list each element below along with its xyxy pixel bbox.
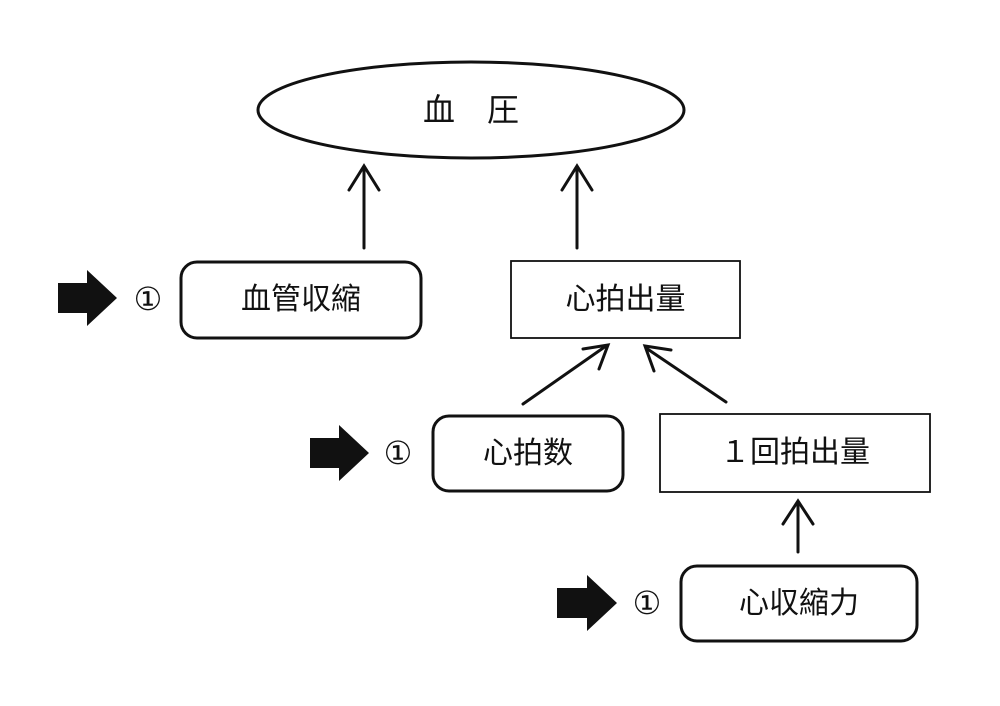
- blood-pressure-label: 血 圧: [422, 91, 519, 129]
- blood-pressure-ellipse: [256, 60, 686, 160]
- arrow-heart-rate-to-cardiac-output: [521, 343, 611, 406]
- cardiac-output-box: [510, 260, 741, 339]
- arrow-cardiac-output-to-bp: [560, 163, 594, 250]
- stroke-volume-label: １回拍出量: [720, 435, 870, 470]
- heart-rate-box: [431, 414, 625, 493]
- block-arrow-icon: [58, 270, 117, 326]
- block-arrow-icon: [557, 575, 617, 631]
- cardiac-output-label: 心拍出量: [565, 281, 686, 317]
- vasoconstriction-box: [179, 260, 423, 340]
- marker-heart-rate: ①: [383, 434, 413, 472]
- marker-vasoconstriction: ①: [133, 280, 163, 318]
- vasoconstriction-label: 血管収縮: [241, 282, 361, 317]
- marker-contractility: ①: [632, 584, 662, 622]
- heart-rate-label: 心拍数: [483, 435, 573, 471]
- block-arrow-icon: [310, 425, 369, 481]
- arrow-contractility-to-stroke-volume: [781, 498, 815, 554]
- contractility-label: 心収縮力: [739, 585, 859, 621]
- arrow-vasoconstriction-to-bp: [347, 163, 381, 250]
- contractility-box: [679, 564, 919, 643]
- arrow-stroke-volume-to-cardiac-output: [642, 344, 728, 404]
- stroke-volume-box: [659, 413, 931, 493]
